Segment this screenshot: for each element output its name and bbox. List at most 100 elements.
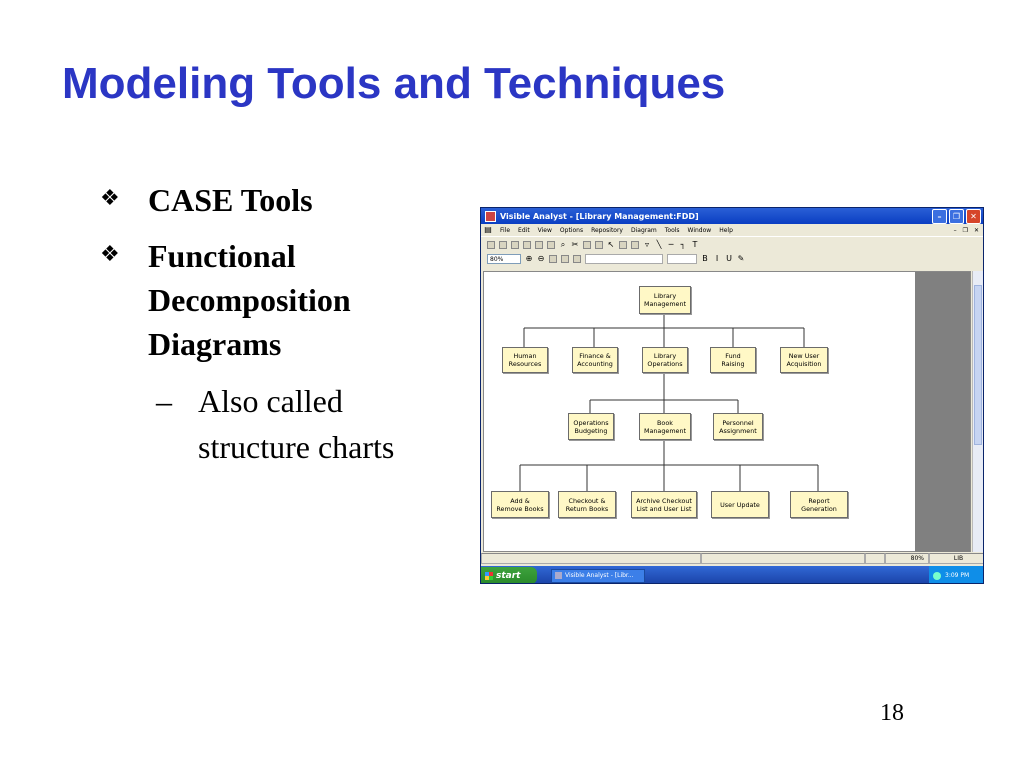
node-finance-accounting[interactable]: Finance & Accounting [572,347,618,373]
status-lib: LIB [929,553,983,564]
rounded-rect-icon[interactable] [631,240,639,249]
status-cell [865,553,885,564]
mdi-restore-icon[interactable]: ❐ [962,226,968,234]
windows-flag-icon [485,571,493,580]
menu-bar: ▤ File Edit View Options Repository Diag… [481,224,983,236]
bold-icon[interactable]: B [702,254,708,263]
zoom-in-icon[interactable]: ⊕ [525,254,533,263]
copy-icon[interactable] [583,240,591,249]
bullet-list: ❖ CASE Tools ❖ Functional Decomposition … [100,178,460,470]
connector-icon[interactable]: ┐ [680,239,686,249]
maximize-button[interactable]: ❐ [949,209,964,224]
taskbar-app-label: Visible Analyst - [Libr... [565,572,634,579]
node-operations-budgeting[interactable]: Operations Budgeting [568,413,614,440]
color-icon[interactable]: ✎ [737,254,745,263]
minimize-button[interactable]: – [932,209,947,224]
toolbar-format: 80% ⊕ ⊖ B I U ✎ [481,252,983,266]
vertical-scrollbar[interactable] [972,271,983,552]
paste-icon[interactable] [595,240,603,249]
diamond-bullet-icon: ❖ [100,241,120,266]
save-icon[interactable] [535,240,543,249]
diagram-canvas[interactable]: Library Management Human Resources Finan… [483,271,971,552]
text-tool-icon[interactable]: T [692,239,698,249]
clock: 3:09 PM [945,572,970,579]
tray-icon[interactable] [933,571,941,580]
node-fund-raising[interactable]: Fund Raising [710,347,756,373]
status-cell [481,553,701,564]
shape-icon[interactable]: ▿ [644,239,649,249]
sub-bullet: – Also called structure charts [156,378,460,470]
scroll-thumb[interactable] [974,285,982,445]
start-button[interactable]: start [481,567,537,583]
node-add-remove-books[interactable]: Add & Remove Books [491,491,549,518]
mdi-controls: – ❐ ✕ [954,227,979,234]
doc-icon: ▤ [484,225,492,234]
hline-icon[interactable]: ─ [668,239,674,249]
node-archive-checkout[interactable]: Archive Checkout List and User List [631,491,697,518]
taskbar: start Visible Analyst - [Libr... 3:09 PM [481,566,983,583]
mdi-minimize-icon[interactable]: – [953,226,957,234]
window-controls: – ❐ ✕ [932,209,981,224]
window-title: Visible Analyst - [Library Management:FD… [500,211,699,221]
new-icon[interactable] [511,240,519,249]
line-icon[interactable]: ╲ [656,239,662,249]
find-icon[interactable]: ⌕ [560,239,566,249]
node-checkout-return-books[interactable]: Checkout & Return Books [558,491,616,518]
menu-tools[interactable]: Tools [664,226,680,234]
zoom-out-icon[interactable]: ⊖ [537,254,545,263]
menu-options[interactable]: Options [559,226,584,234]
node-report-generation[interactable]: Report Generation [790,491,848,518]
mdi-close-icon[interactable]: ✕ [973,226,979,234]
grid-icon[interactable] [549,255,557,263]
status-bar: 80% LIB [481,553,983,566]
bullet-case-tools: ❖ CASE Tools [100,178,460,222]
slide-number: 18 [880,700,904,726]
node-new-user-acquisition[interactable]: New User Acquisition [780,347,828,373]
app-icon [485,210,496,222]
repository-icon[interactable] [487,240,495,249]
font-dropdown[interactable] [585,254,663,264]
system-tray: 3:09 PM [929,566,983,583]
cut-icon[interactable]: ✂ [571,239,579,249]
grid3-icon[interactable] [573,255,581,263]
connector-lines [519,314,819,491]
taskbar-app-button[interactable]: Visible Analyst - [Libr... [551,568,645,583]
close-button[interactable]: ✕ [966,209,981,224]
zoom-select[interactable]: 80% [487,254,521,264]
canvas-margin [915,272,970,552]
underline-icon[interactable]: U [726,254,732,263]
grid2-icon[interactable] [561,255,569,263]
menu-diagram[interactable]: Diagram [630,226,657,234]
open-icon[interactable] [523,240,531,249]
menu-window[interactable]: Window [687,226,712,234]
diamond-bullet-icon: ❖ [100,185,120,210]
node-human-resources[interactable]: Human Resources [502,347,548,373]
size-dropdown[interactable] [667,254,697,264]
bullet-text: CASE Tools [148,182,313,218]
sub-bullet-text: Also called structure charts [198,383,395,465]
menu-repository[interactable]: Repository [591,226,623,234]
start-label: start [496,570,521,581]
define-icon[interactable] [499,240,507,249]
app-window: Visible Analyst - [Library Management:FD… [480,207,984,584]
toolbar-main: ⌕ ✂ ↖ ▿ ╲ ─ ┐ T [481,236,983,252]
status-zoom: 80% [885,553,929,564]
slide-title: Modeling Tools and Techniques [62,59,726,108]
app-task-icon [555,572,562,579]
window-titlebar[interactable]: Visible Analyst - [Library Management:FD… [481,208,983,224]
node-personnel-assignment[interactable]: Personnel Assignment [713,413,763,440]
menu-file[interactable]: File [500,226,511,234]
node-library-operations[interactable]: Library Operations [642,347,688,373]
italic-icon[interactable]: I [715,254,719,263]
rectangle-icon[interactable] [619,240,627,249]
menu-view[interactable]: View [537,226,552,234]
node-user-update[interactable]: User Update [711,491,769,518]
print-icon[interactable] [547,240,555,249]
dash-marker: – [156,383,172,419]
node-library-management[interactable]: Library Management [639,286,691,314]
bullet-fdd: ❖ Functional Decomposition Diagrams [100,234,460,366]
node-book-management[interactable]: Book Management [639,413,691,440]
menu-edit[interactable]: Edit [518,226,530,234]
menu-help[interactable]: Help [719,226,733,234]
pointer-icon[interactable]: ↖ [607,239,615,249]
